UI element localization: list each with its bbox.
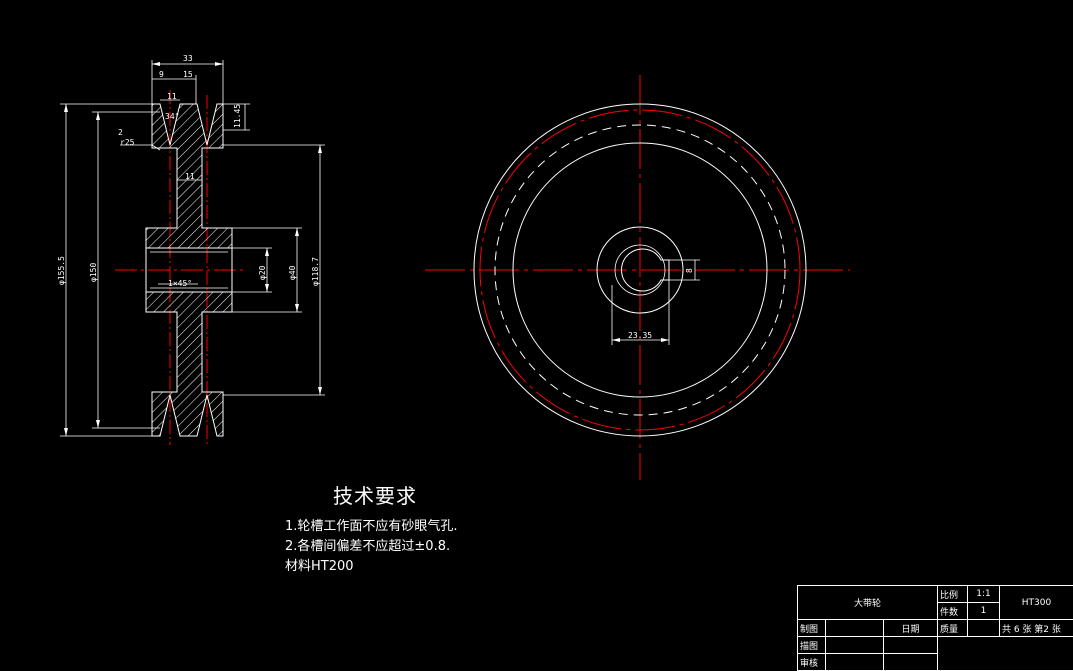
drawn-label: 制图 xyxy=(798,620,826,637)
dim-groove-pitch: 15 xyxy=(183,70,193,79)
sheet-info: 共 6 张 第2 张 xyxy=(1000,620,1073,637)
material-cell: HT300 xyxy=(1000,586,1073,620)
dim-hub-dia: φ40 xyxy=(288,265,297,280)
mass-label: 质量 xyxy=(938,620,968,637)
dim-groove-offset: 9 xyxy=(159,70,164,79)
dim-keyway-depth: 23.35 xyxy=(628,331,652,340)
checked-label: 审核 xyxy=(798,654,826,671)
section-hatch-bottom xyxy=(146,292,232,436)
scale-value: 1:1 xyxy=(968,586,1000,603)
dim-chamfer: 1×45° xyxy=(168,279,192,288)
date-label: 日期 xyxy=(884,620,938,637)
part-name: 大带轮 xyxy=(798,586,938,620)
requirement-item: 2.各槽间偏差不应超过±0.8. xyxy=(285,537,458,557)
front-view: 23.35 8 xyxy=(425,75,850,480)
dim-fillet-r: r25 xyxy=(120,138,135,147)
company-cell xyxy=(938,637,1073,671)
dim-groove-depth: 11.45 xyxy=(233,104,242,128)
technical-requirements: 技术要求 1.轮槽工作面不应有砂眼气孔. 2.各槽间偏差不应超过±0.8. 材料… xyxy=(285,480,458,577)
drawn-name xyxy=(826,620,884,637)
requirement-item: 材料HT200 xyxy=(285,557,458,577)
scale-label: 比例 xyxy=(938,586,968,603)
title-block: 大带轮 比例 1:1 HT300 件数 1 制图 日期 质量 共 6 张 第2 … xyxy=(797,585,1073,669)
qty-value: 1 xyxy=(968,603,1000,620)
dim-overall-width: 33 xyxy=(183,54,193,63)
dim-pitch-dia: φ150 xyxy=(89,263,98,282)
dim-outer-dia: φ155.5 xyxy=(57,256,66,285)
dim-rim-inner: φ118.7 xyxy=(311,257,320,286)
traced-label: 描图 xyxy=(798,637,826,654)
checked-date xyxy=(884,654,938,671)
dim-web: 11 xyxy=(185,172,195,181)
qty-label: 件数 xyxy=(938,603,968,620)
dim-fillet: 2 xyxy=(118,128,123,137)
dim-bore: φ20 xyxy=(258,265,267,280)
dim-keyway-width: 8 xyxy=(685,268,694,273)
checked-name xyxy=(826,654,884,671)
section-view: 33 9 15 11 34° 11.45 2 r25 11 1×45° φ20 … xyxy=(57,54,325,445)
dim-groove-top: 11 xyxy=(167,92,177,101)
requirements-title: 技术要求 xyxy=(333,480,458,509)
mass-value xyxy=(968,620,1000,637)
traced-name xyxy=(826,637,884,654)
requirement-item: 1.轮槽工作面不应有砂眼气孔. xyxy=(285,517,458,537)
dim-groove-angle: 34° xyxy=(165,112,179,121)
traced-date xyxy=(884,637,938,654)
